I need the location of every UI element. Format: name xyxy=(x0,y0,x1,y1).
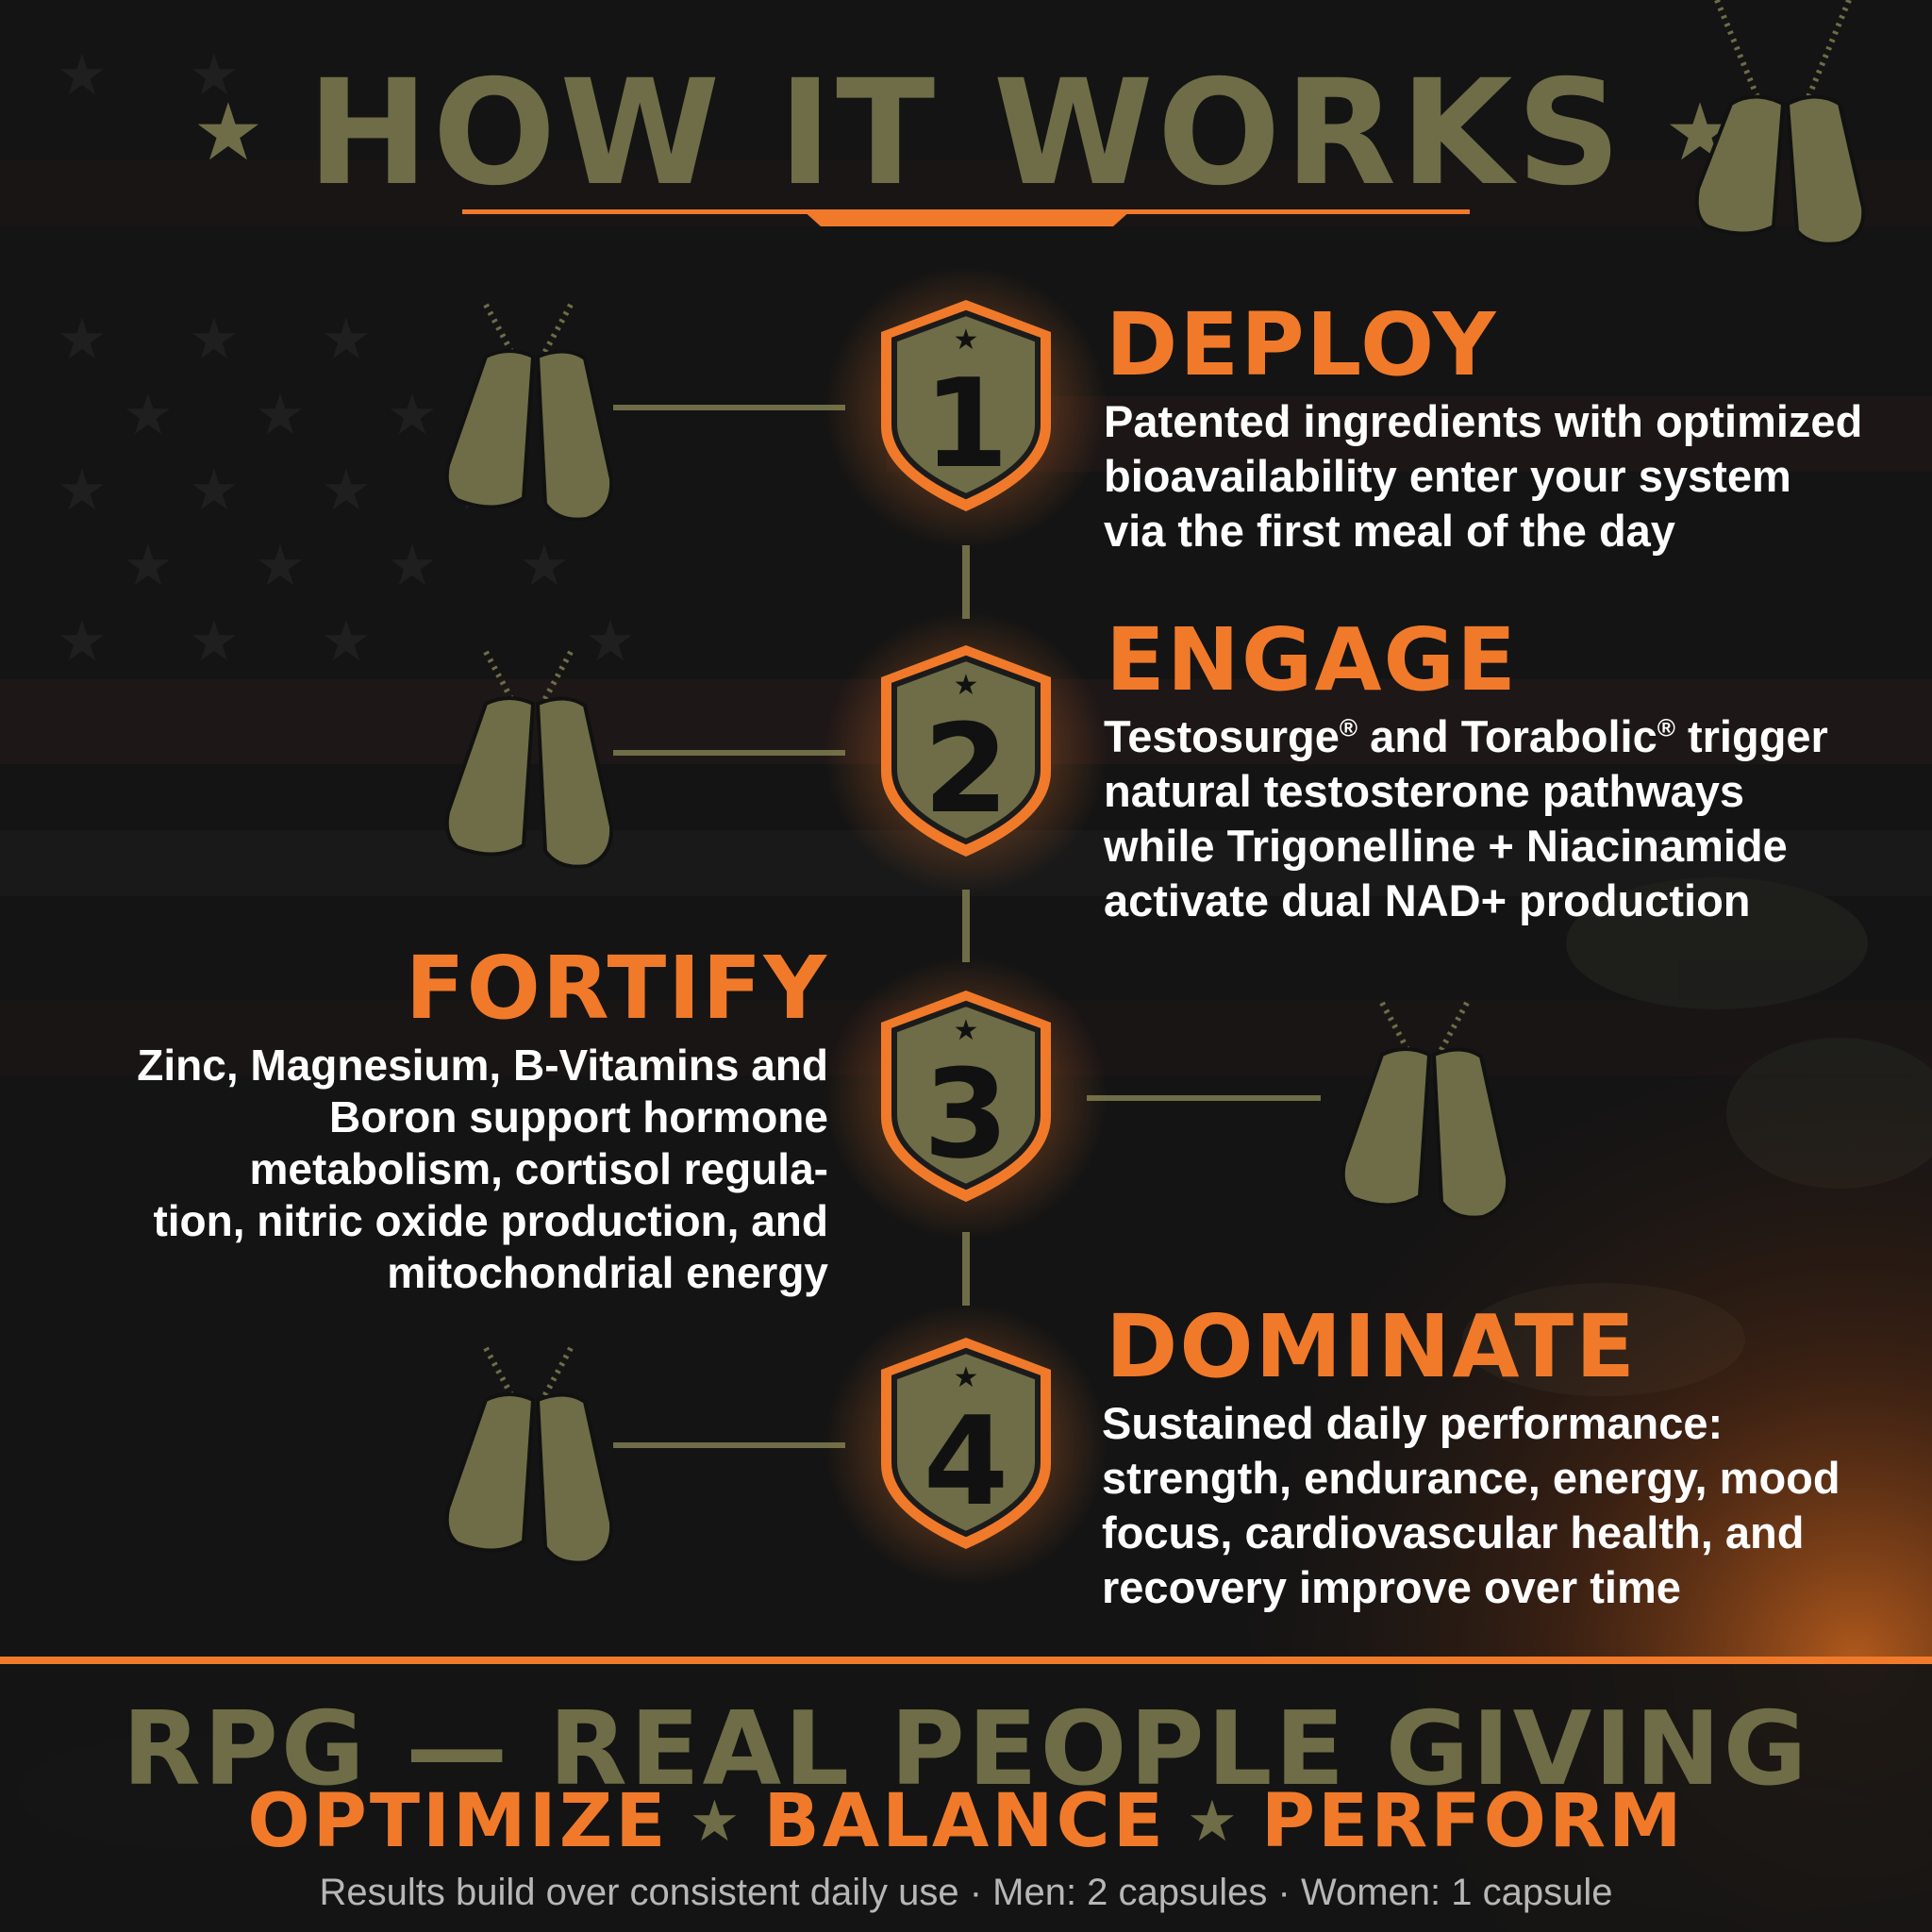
description-line: Zinc, Magnesium, B-Vitamins and xyxy=(137,1041,828,1090)
description-line: recovery improve over time xyxy=(1102,1562,1681,1612)
step-4-heading: DOMINATE xyxy=(1106,1296,1638,1397)
svg-text:★: ★ xyxy=(954,670,979,701)
step-number: 3 xyxy=(924,1042,1008,1186)
registered-mark: ® xyxy=(1339,713,1358,742)
registered-mark: ® xyxy=(1657,713,1675,742)
dog-tags-icon xyxy=(1341,1001,1510,1220)
description-line: focus, cardiovascular health, and xyxy=(1102,1507,1805,1557)
description-line: activate dual NAD+ production xyxy=(1104,875,1751,925)
dog-tags-icon xyxy=(1694,0,1866,246)
tagline-word: OPTIMIZE xyxy=(247,1779,669,1864)
step-4-description: Sustained daily performance: strength, e… xyxy=(1102,1396,1840,1615)
step-2-badge: ★ 2 xyxy=(875,640,1057,862)
star-icon: ★ xyxy=(689,1789,743,1855)
description-line: mitochondrial energy xyxy=(387,1248,828,1297)
description-line: Patented ingredients with optimized xyxy=(1104,396,1863,446)
step-1-badge: ★ 1 xyxy=(875,294,1057,517)
dog-tags-icon xyxy=(444,650,614,869)
tagline-word: BALANCE xyxy=(763,1779,1167,1864)
step-number: 4 xyxy=(924,1390,1008,1533)
shield-badge-icon: ★ 3 xyxy=(881,991,1051,1202)
description-line: Sustained daily performance: xyxy=(1102,1398,1724,1448)
shield-badge-icon: ★ 2 xyxy=(881,645,1051,857)
step-3-description: Zinc, Magnesium, B-Vitamins and Boron su… xyxy=(74,1040,828,1299)
dosage-footnote: Results build over consistent daily use … xyxy=(319,1872,1613,1913)
step-1-description: Patented ingredients with optimized bioa… xyxy=(1104,394,1862,558)
dog-tags-icon xyxy=(444,303,614,522)
description-line: tion, nitric oxide production, and xyxy=(153,1196,828,1245)
description-text: trigger xyxy=(1674,711,1828,761)
ingredient-torabolic: and Torabolic xyxy=(1357,711,1657,761)
description-line: Testosurge® and Torabolic® trigger xyxy=(1104,709,1828,764)
dog-tags-icon xyxy=(444,1346,614,1565)
shield-badge-icon: ★ 1 xyxy=(881,300,1051,511)
title-text: HOW IT WORKS xyxy=(307,49,1625,218)
svg-text:★: ★ xyxy=(954,325,979,356)
description-line: Boron support hormone xyxy=(329,1092,828,1141)
description-line: via the first meal of the day xyxy=(1104,506,1675,556)
description-line: natural testosterone pathways xyxy=(1104,766,1745,816)
shield-badge-icon: ★ 4 xyxy=(881,1338,1051,1549)
description-line: metabolism, cortisol regula- xyxy=(249,1144,828,1193)
description-line: while Trigonelline + Niacinamide xyxy=(1104,821,1788,871)
description-line: bioavailability enter your system xyxy=(1104,451,1791,501)
ingredient-testosurge: Testosurge xyxy=(1104,711,1340,761)
tagline: OPTIMIZE ★ BALANCE ★ PERFORM xyxy=(0,1779,1932,1864)
step-2-description: Testosurge® and Torabolic® trigger natur… xyxy=(1104,709,1828,928)
tagline-word: PERFORM xyxy=(1260,1779,1685,1864)
step-2-heading: ENGAGE xyxy=(1106,609,1518,710)
brand-name: RPG — REAL PEOPLE GIVING xyxy=(122,1690,1810,1808)
description-line: strength, endurance, energy, mood xyxy=(1102,1453,1840,1503)
svg-text:★: ★ xyxy=(954,1015,979,1046)
svg-text:★: ★ xyxy=(954,1362,979,1393)
step-number: 1 xyxy=(924,352,1008,495)
step-3-badge: ★ 3 xyxy=(875,985,1057,1208)
star-icon: ★ xyxy=(1187,1789,1241,1855)
step-3-heading: FORTIFY xyxy=(405,938,828,1039)
step-1-heading: DEPLOY xyxy=(1106,294,1498,395)
step-4-badge: ★ 4 xyxy=(875,1332,1057,1555)
star-icon: ★ xyxy=(192,86,268,179)
page-title: ★HOW IT WORKS★ xyxy=(0,58,1932,209)
step-number: 2 xyxy=(924,697,1008,841)
